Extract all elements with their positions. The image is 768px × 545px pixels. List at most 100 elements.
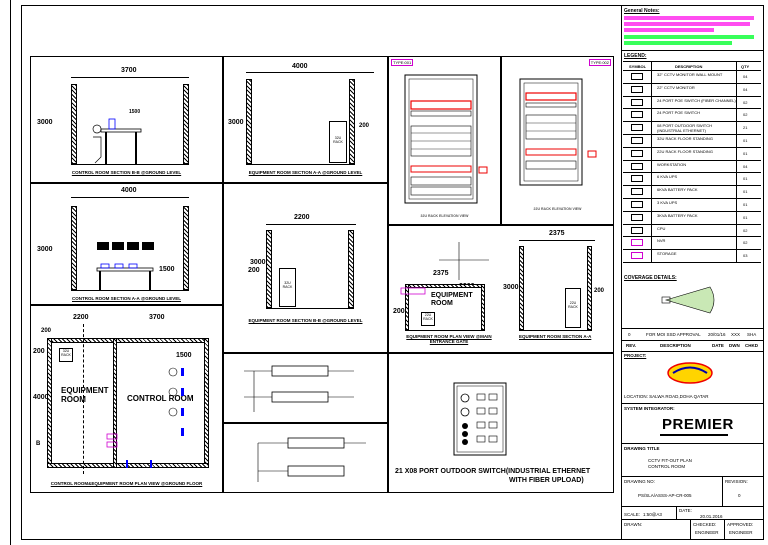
legend-description: 22U RACK FLOOR STANDING — [657, 148, 713, 154]
dim-left: 200 — [33, 348, 45, 355]
legend-description: 24 PORT POE SWITCH — [657, 110, 700, 116]
legend-qty: 02 — [743, 227, 748, 233]
workstation-desk-drawing — [92, 118, 142, 164]
legend-symbol-icon — [631, 149, 643, 157]
approved-value: ENGINEER — [729, 530, 753, 535]
dim-line — [519, 240, 595, 241]
rev-date: 20/01/16 — [708, 332, 726, 337]
floor-line — [246, 164, 355, 165]
plan-wall-right — [481, 284, 485, 330]
ups-connection-lines — [257, 437, 366, 482]
type-label: TYPE:002 — [588, 59, 611, 66]
legend-qty: 04 — [743, 74, 748, 79]
view-outdoor-switch: 21 X08 PORT OUTDOOR SWITCH(INDUSTRIAL ET… — [388, 353, 614, 493]
dim-inner: 1500 — [129, 109, 141, 115]
dim-height: 4000 — [33, 394, 49, 401]
rack-22u: 22U RACK — [421, 312, 435, 326]
ups-connection-lines — [244, 365, 354, 412]
date-value: 20.01.2016 — [700, 514, 723, 519]
checked-label: CHECKED: — [693, 522, 717, 527]
legend-row: 32" CCTV MONITOR WALL MOUNT 04 — [623, 71, 761, 84]
rack-32u: 32U RACK — [59, 348, 73, 362]
legend-qty: 01 — [743, 202, 748, 207]
view-connection-diagram-6kva — [223, 353, 388, 423]
legend-description: NVR — [657, 238, 666, 244]
coverage-diagram — [661, 286, 715, 314]
revision-label: REVISION: — [725, 479, 748, 484]
room-label-equipment: EQUIPMENT ROOM — [61, 386, 109, 404]
drawing-no-label: DRAWING NO: — [624, 479, 655, 484]
view-caption: EQUIPMENT ROOM PLAN VIEW @MAIN ENTRANCE … — [406, 334, 492, 344]
legend-symbol-icon — [631, 213, 643, 221]
dim-left: 200 — [248, 267, 260, 274]
wall-left — [246, 79, 252, 164]
legend-qty: 21 — [743, 125, 748, 131]
wall-right — [183, 84, 189, 164]
plan-wall-left — [47, 338, 52, 468]
dim-width: 4000 — [121, 187, 137, 194]
divider — [621, 50, 764, 51]
divider — [621, 443, 764, 444]
legend-symbol-icon — [631, 175, 643, 183]
note-line-pink — [624, 28, 714, 32]
project-title: PROJECT: — [624, 353, 647, 358]
view-equipment-room-section-bb: 2200 3000 200 32U RACK EQUIPMENT ROOM SE… — [223, 183, 388, 353]
divider — [621, 476, 764, 477]
divider — [621, 403, 764, 404]
dim-section-right: 200 — [594, 288, 605, 294]
drawing-title-label: DRAWING TITLE — [624, 446, 660, 451]
switch-caption-2: WITH FIBER UPLOAD) — [509, 477, 584, 484]
monitor-wall-drawing — [97, 242, 154, 250]
dim-width: 2200 — [294, 214, 310, 221]
legend-qty: 04 — [743, 163, 748, 169]
dim-inner: 1500 — [176, 352, 192, 359]
section-wall-right — [587, 246, 592, 330]
entrance-leaders — [400, 242, 489, 295]
room-label: EQUIPMENT ROOM — [431, 292, 473, 307]
divider-v — [724, 519, 725, 540]
rack-22u-elevation — [519, 78, 597, 186]
legend-row: 24 PORT POE SWITCH (FIBER CHANNEL)02 — [623, 97, 761, 110]
rack-22u: 22U RACK — [565, 288, 581, 328]
plan-furniture — [106, 367, 184, 468]
legend-description: 6KVA BATTERY PACK — [657, 187, 698, 193]
legend-symbol-icon — [631, 201, 643, 208]
legend-description: 3KVA BATTERY PACK — [657, 212, 698, 218]
project-logo — [667, 362, 713, 384]
dim-height: 3000 — [250, 259, 266, 266]
rev-dwn: XXX — [731, 332, 741, 337]
project-location: LOCATION: SALWA ROAD,DOHA QATAR — [624, 394, 709, 399]
legend-description: 32" CCTV MONITOR WALL MOUNT — [657, 72, 723, 77]
legend-qty: 04 — [743, 86, 748, 92]
section-wall-left — [519, 246, 524, 330]
note-line-green — [624, 35, 754, 39]
view-plan-ground-floor: 2200 3700 200 4000 200 32U RACK EQUIPMEN… — [30, 305, 223, 493]
drawing-frame — [21, 5, 764, 540]
legend-symbol-icon — [631, 137, 643, 144]
wall-left — [266, 230, 272, 308]
divider-v — [676, 506, 677, 519]
view-equipment-room-main-gate: 2375 2200 200 EQUIPMENT ROOM 22U RACK EQ… — [388, 225, 614, 353]
scale-value: 1:50@A3 — [643, 512, 662, 517]
integrator-title: SYSTEM INTEGRATOR: — [624, 406, 675, 411]
rev-chk: SHA — [747, 332, 757, 337]
legend-header: SYMBOL DESCRIPTION QTY — [623, 61, 761, 71]
legend-description: 6 KVA UPS — [657, 174, 678, 180]
view-equipment-room-section-aa: 4000 3000 200 32U RACK EQUIPMENT ROOM SE… — [223, 56, 388, 183]
legend-symbol-icon — [631, 239, 643, 247]
note-line-green — [624, 41, 732, 45]
divider — [621, 351, 764, 352]
wall-right — [348, 230, 354, 308]
dim-w1: 2200 — [73, 314, 89, 321]
switch-caption-1: 21 X08 PORT OUTDOOR SWITCH(INDUSTRIAL ET… — [395, 468, 591, 475]
workstation-desk-drawing — [96, 263, 154, 290]
dim-inner: 1500 — [159, 266, 175, 273]
view-caption: EQUIPMENT ROOM SECTION A-A @GROUND LEVEL — [248, 170, 363, 175]
divider-v — [722, 476, 723, 506]
